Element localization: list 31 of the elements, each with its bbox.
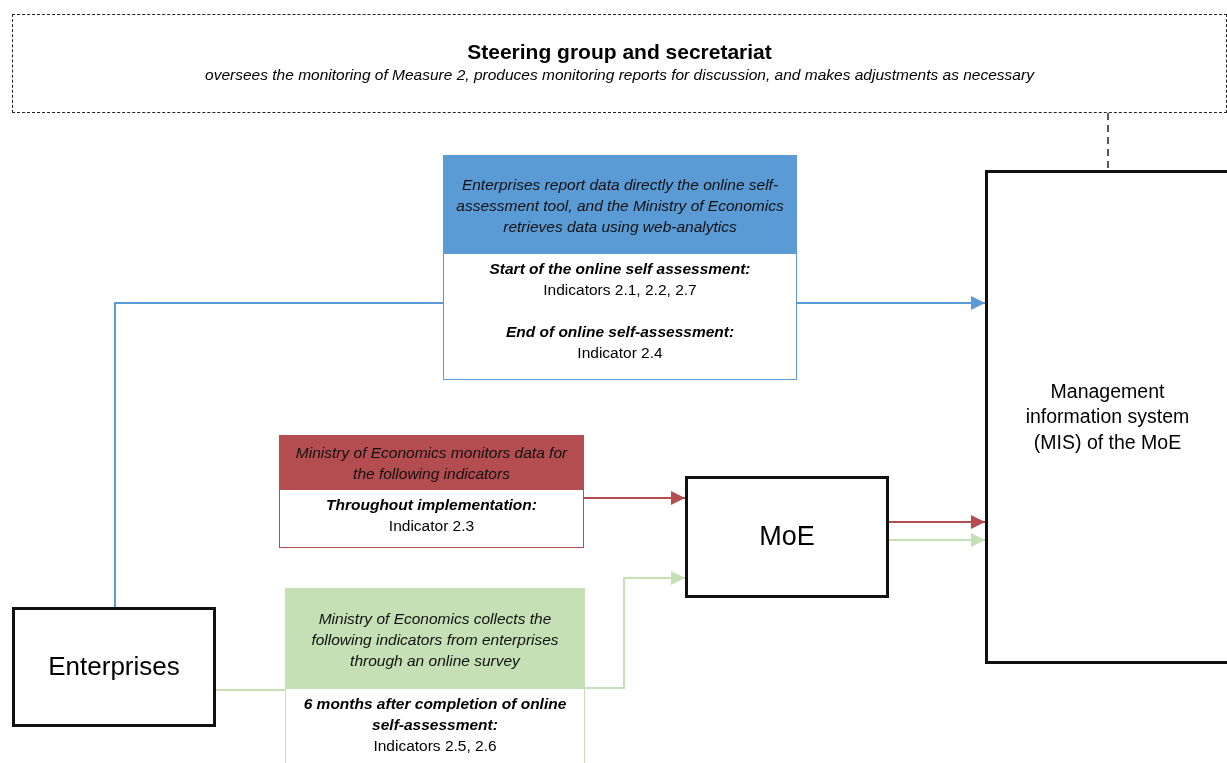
arrow: [888, 515, 986, 529]
box-label: Management information system (MIS) of the MoE: [1024, 379, 1191, 455]
indicator-text: Indicators 2.5, 2.6: [372, 736, 498, 756]
arrow: [796, 296, 986, 310]
dashed-connector: [1107, 112, 1109, 171]
phase-heading: Start of the online self assessment:: [488, 259, 752, 279]
phase-heading: Throughout implementation:: [325, 495, 538, 515]
phase-heading: End of online self-assessment:: [504, 322, 736, 342]
arrow: [888, 533, 986, 547]
phase-heading: 6 months after completion of online self-assessment:: [302, 694, 568, 735]
box-label: MoE: [758, 520, 816, 554]
entity-box: [685, 476, 889, 598]
group-description: oversees the monitoring of Measure 2, produces monitoring reports for discussion, and makes adjustments as necessary: [204, 65, 1036, 85]
info-panel: [285, 588, 585, 763]
panel-header: Ministry of Economics monitors data for the following indicators: [280, 436, 583, 490]
panel-header: Enterprises report data directly the online self-assessment tool, and the Ministry of Economics retrieves data using web-analytics: [444, 156, 796, 254]
indicator-text: Indicator 2.4: [576, 343, 664, 363]
indicator-text: Indicator 2.3: [387, 516, 476, 536]
steering-group-box: [12, 14, 1227, 113]
arrow: [583, 491, 686, 505]
info-panel: [279, 435, 584, 548]
connector-line: [215, 689, 286, 691]
group-title: Steering group and secretariat: [466, 39, 773, 65]
connector-line: [114, 302, 444, 608]
panel-header: Ministry of Economics collects the following indicators from enterprises through an online survey: [286, 589, 584, 689]
indicator-text: Indicators 2.1, 2.2, 2.7: [542, 280, 698, 300]
info-panel: [443, 155, 797, 380]
box-label: Enterprises: [47, 650, 181, 684]
entity-box: [12, 607, 216, 727]
system-box: [985, 170, 1227, 664]
arrow: [584, 571, 686, 689]
